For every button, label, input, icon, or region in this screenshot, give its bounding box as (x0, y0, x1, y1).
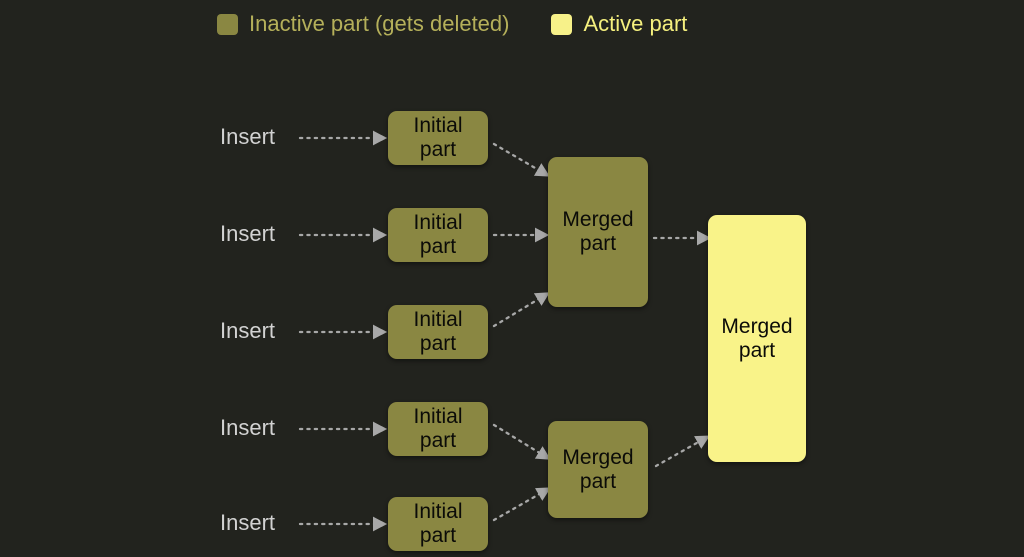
legend-item-inactive: Inactive part (gets deleted) (217, 13, 509, 35)
arrow-initial3-to-merged1 (492, 292, 550, 328)
insert-label-1: Insert (220, 124, 276, 149)
arrow-initial5-to-merged2 (492, 487, 551, 522)
legend-swatch-inactive-icon (217, 13, 238, 35)
insert-label-4: Insert (220, 415, 276, 440)
insert-label-2: Insert (220, 221, 276, 246)
arrow-merged2-to-final (654, 435, 711, 468)
insert-label-5: Insert (220, 510, 276, 535)
legend-label-inactive: Inactive part (gets deleted) (249, 11, 510, 36)
arrow-initial4-to-merged2 (492, 423, 551, 460)
arrow-initial1-to-merged1 (492, 142, 550, 177)
legend-label-active: Active part (583, 11, 688, 36)
legend-swatch-active-icon (551, 13, 573, 35)
legend: Inactive part (gets deleted) Active part (217, 8, 687, 40)
legend-item-active: Active part (551, 13, 687, 35)
insert-label-3: Insert (220, 318, 276, 343)
